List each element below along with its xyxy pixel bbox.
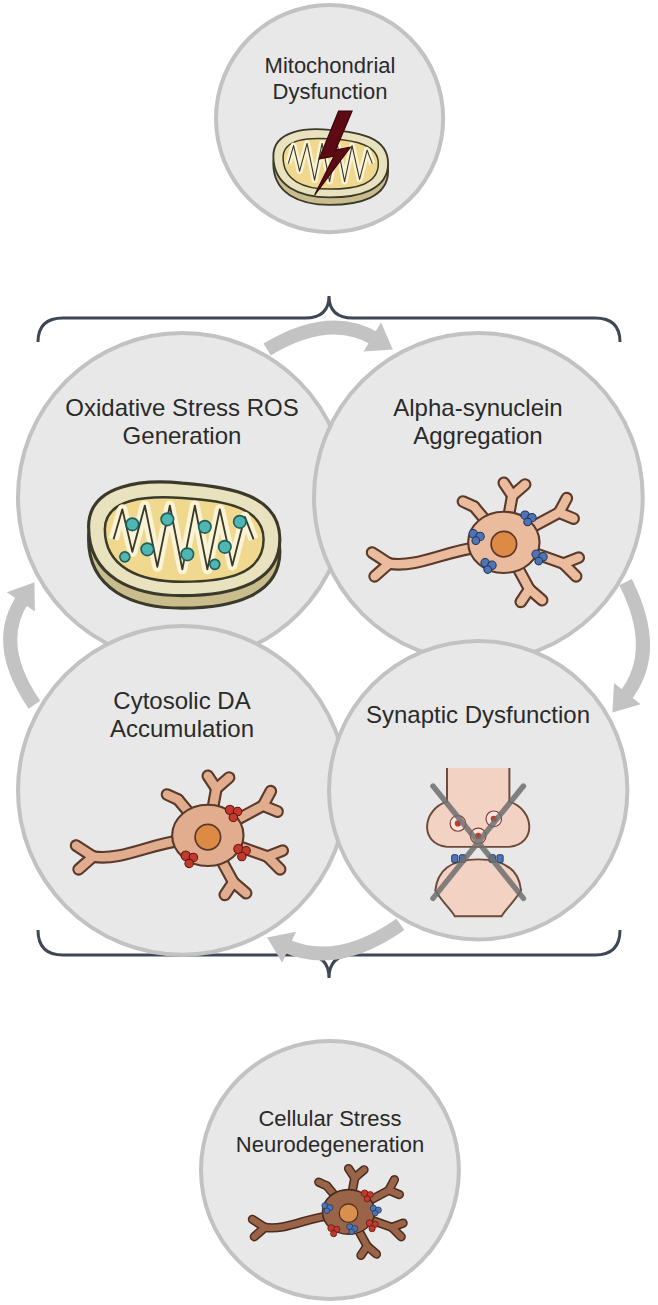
node-label-group: Alpha-synuclein Aggregation bbox=[358, 394, 598, 451]
cycle-arrow bbox=[267, 322, 393, 351]
illustration bbox=[427, 768, 529, 916]
circle-shape bbox=[199, 1039, 461, 1301]
node-label-group: Cytosolic DA Accumulation bbox=[62, 687, 302, 744]
node-label: Cytosolic DA Accumulation bbox=[62, 687, 302, 744]
circle-outline bbox=[18, 626, 347, 955]
node-label-group: Mitochondrial Dysfunction bbox=[245, 53, 415, 105]
illustration bbox=[76, 775, 283, 894]
illustration bbox=[274, 111, 389, 205]
circle-node: Cytosolic DA Accumulation bbox=[16, 624, 349, 957]
circle-shape bbox=[214, 3, 445, 234]
circle-outline bbox=[201, 1041, 459, 1299]
node-label-group: Oxidative Stress ROS Generation bbox=[62, 394, 302, 451]
circle-node: Synaptic Dysfunction bbox=[327, 639, 629, 941]
node-label: Synaptic Dysfunction bbox=[366, 701, 590, 729]
circle-outline bbox=[216, 5, 443, 232]
cycle-arrow bbox=[267, 924, 400, 962]
node-label-group: Cellular Stress Neurodegeneration bbox=[225, 1106, 435, 1158]
circle-node: Mitochondrial Dysfunction bbox=[214, 3, 445, 234]
node-label: Alpha-synuclein Aggregation bbox=[358, 394, 598, 451]
node-label: Mitochondrial Dysfunction bbox=[245, 53, 415, 105]
circle-outline bbox=[329, 641, 627, 939]
circle-node: Cellular Stress Neurodegeneration bbox=[199, 1039, 461, 1301]
circle-shape bbox=[16, 331, 349, 664]
circle-shape bbox=[16, 624, 349, 957]
node-label: Oxidative Stress ROS Generation bbox=[62, 394, 302, 451]
node-label: Cellular Stress Neurodegeneration bbox=[225, 1106, 435, 1158]
circle-shape bbox=[312, 331, 645, 664]
circle-node: Oxidative Stress ROS Generation bbox=[16, 331, 349, 664]
circle-shape bbox=[327, 639, 629, 941]
circle-node: Alpha-synuclein Aggregation bbox=[312, 331, 645, 664]
illustration bbox=[88, 482, 279, 608]
node-label-group: Synaptic Dysfunction bbox=[366, 701, 590, 729]
top-bracket bbox=[38, 296, 620, 342]
illustration bbox=[372, 482, 579, 601]
illustration bbox=[252, 1169, 403, 1256]
circle-outline bbox=[314, 333, 643, 662]
cycle-arrow bbox=[612, 582, 643, 712]
circle-outline bbox=[18, 333, 347, 662]
cycle-arrow bbox=[7, 582, 35, 705]
